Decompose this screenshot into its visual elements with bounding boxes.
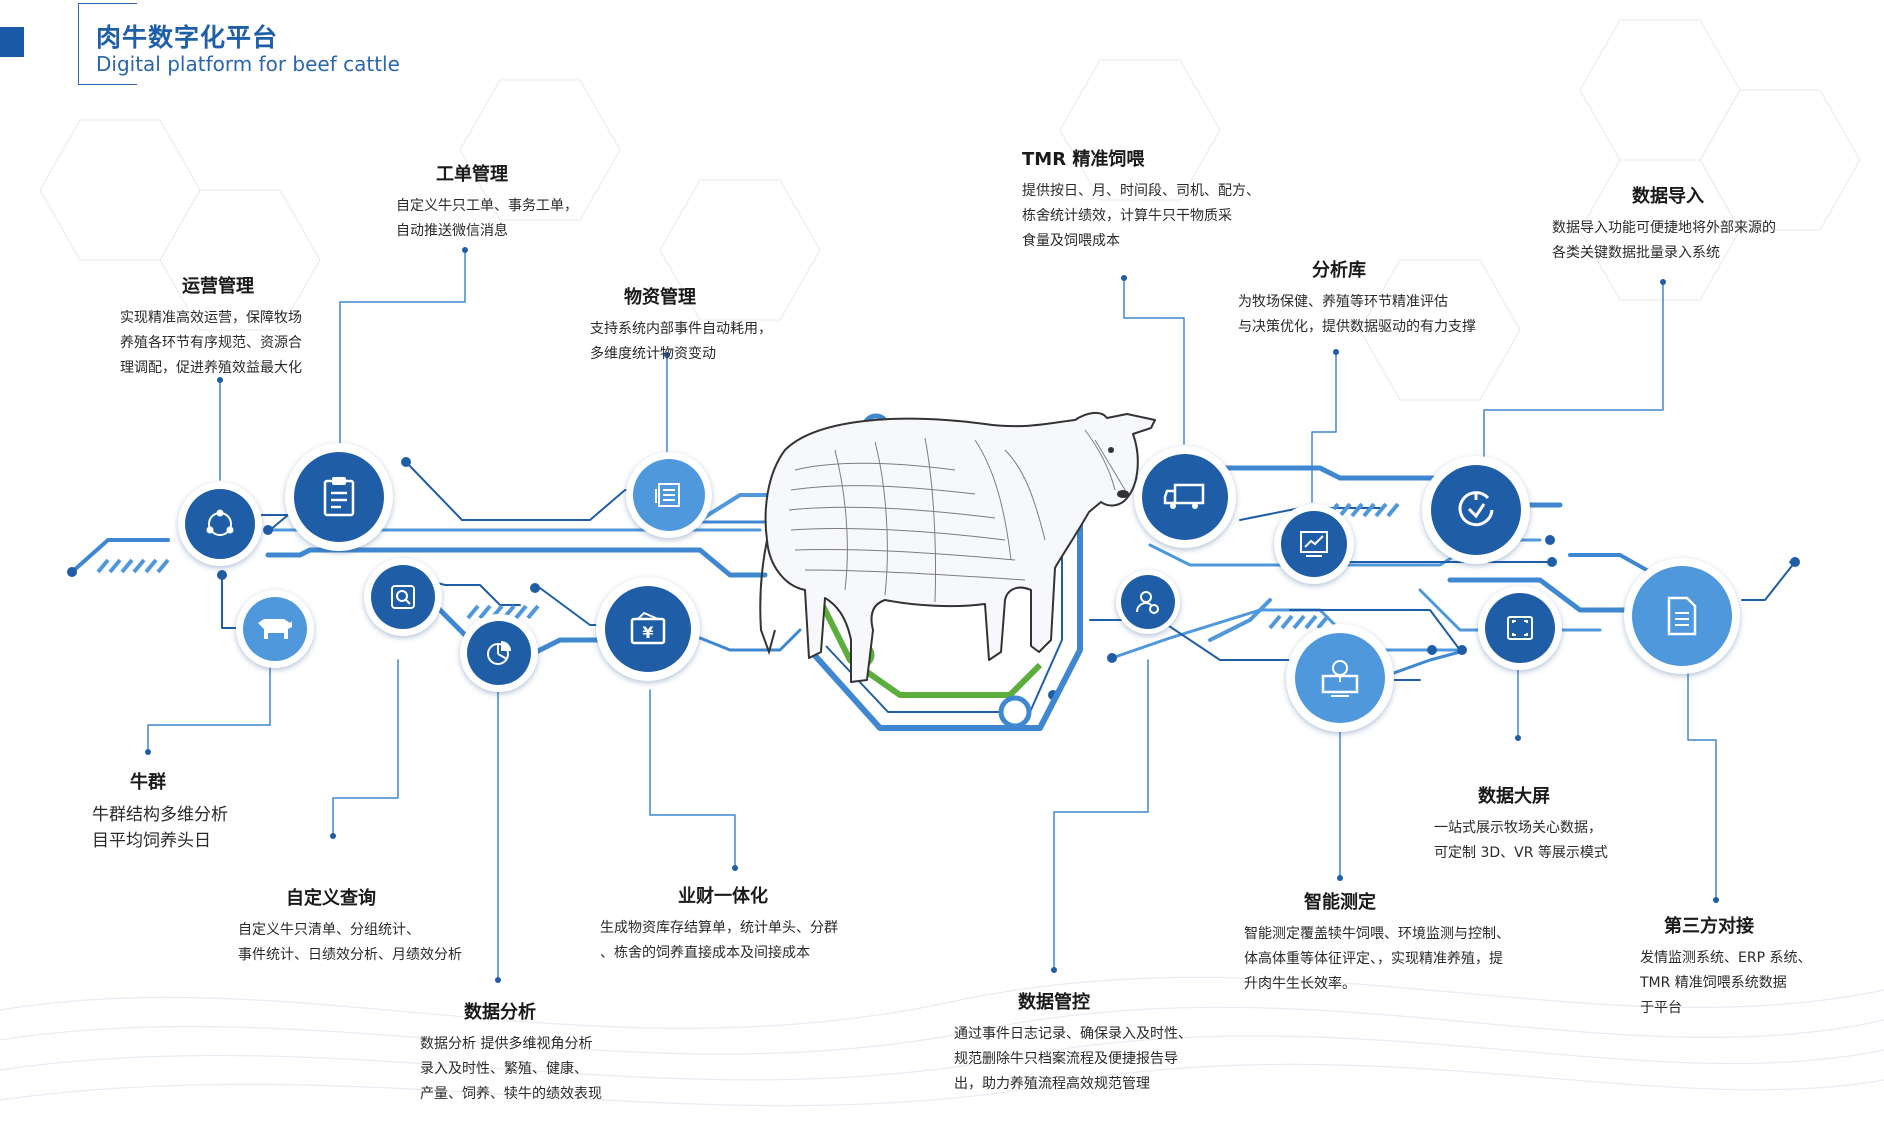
- callout-herd: 牛群 牛群结构多维分析 目平均饲养头日: [92, 768, 228, 854]
- callout-third-party: 第三方对接 发情监测系统、ERP 系统、 TMR 精准饲喂系统数据 于平台: [1640, 912, 1811, 1021]
- callout-data-import: 数据导入 数据导入功能可便捷地将外部来源的 各类关键数据批量录入系统: [1552, 182, 1776, 266]
- callout-title: 工单管理: [436, 164, 508, 185]
- callout-title: 物资管理: [624, 287, 696, 308]
- magnifier-icon: [391, 585, 415, 609]
- third-party-node[interactable]: [1624, 558, 1740, 674]
- materials-node[interactable]: [626, 452, 712, 538]
- page-subtitle: Digital platform for beef cattle: [96, 52, 400, 76]
- line-chart-icon: [1300, 531, 1328, 557]
- cow-icon: [258, 619, 292, 639]
- data-control-node[interactable]: [1116, 570, 1180, 634]
- custom-query-node[interactable]: [364, 558, 442, 636]
- user-gear-icon: [1136, 591, 1159, 614]
- analysis-lib-node[interactable]: [1274, 504, 1354, 584]
- callout-desc: 生成物资库存结算单，统计单头、分群 、栋舍的饲养直接成本及间接成本: [600, 920, 838, 961]
- callout-big-screen: 数据大屏 一站式展示牧场关心数据， 可定制 3D、VR 等展示模式: [1434, 782, 1608, 866]
- cycle-icon: [206, 509, 234, 536]
- operations-node[interactable]: [178, 482, 262, 566]
- callout-desc: 为牧场保健、养殖等环节精准评估 与决策优化，提供数据驱动的有力支撑: [1238, 294, 1476, 335]
- callout-desc: 智能测定覆盖犊牛饲喂、环境监测与控制、 体高体重等体征评定、，实现精准养殖，提 …: [1244, 926, 1510, 992]
- herd-node[interactable]: [236, 590, 314, 668]
- callout-title: 数据分析: [464, 1002, 536, 1023]
- document-list-icon: [655, 483, 680, 507]
- callout-desc: 支持系统内部事件自动耗用， 多维度统计物资变动: [590, 321, 772, 362]
- cow-illustration: [759, 412, 1156, 683]
- tmr-node[interactable]: [1134, 446, 1236, 548]
- document-icon: [1667, 596, 1697, 636]
- callout-desc: 一站式展示牧场关心数据， 可定制 3D、VR 等展示模式: [1434, 820, 1608, 861]
- callout-title: 第三方对接: [1664, 916, 1754, 937]
- svg-text:¥: ¥: [642, 623, 653, 642]
- callout-desc: 自定义牛只清单、分组统计、 事件统计、日绩效分析、月绩效分析: [238, 922, 462, 963]
- header-mark: [0, 27, 24, 57]
- callout-tmr: TMR 精准饲喂 提供按日、月、时间段、司机、配方、 栋舍统计绩效，计算牛只干物…: [1022, 145, 1260, 254]
- download-circle-icon: [1458, 491, 1494, 527]
- callout-desc: 发情监测系统、ERP 系统、 TMR 精准饲喂系统数据 于平台: [1640, 950, 1812, 1016]
- callout-title: 业财一体化: [678, 886, 768, 907]
- callout-data-analysis: 数据分析 数据分析 提供多维视角分析 录入及时性、繁殖、健康、 产量、饲养、犊牛…: [420, 998, 602, 1107]
- callout-desc: 数据分析 提供多维视角分析 录入及时性、繁殖、健康、 产量、饲养、犊牛的绩效表现: [420, 1036, 602, 1102]
- callout-title: 数据大屏: [1478, 786, 1550, 807]
- callout-materials: 物资管理 支持系统内部事件自动耗用， 多维度统计物资变动: [590, 283, 772, 367]
- callout-desc: 实现精准高效运营，保障牧场 养殖各环节有序规范、资源合 理调配，促进养殖效益最大…: [120, 310, 302, 376]
- callout-desc: 通过事件日志记录、确保录入及时性、 规范删除牛只档案流程及便捷报告导 出，助力养…: [954, 1026, 1192, 1092]
- callout-desc: 牛群结构多维分析 目平均饲养头日: [92, 805, 228, 851]
- callout-work-order: 工单管理 自定义牛只工单、事务工单， 自动推送微信消息: [396, 160, 578, 244]
- callout-finance: 业财一体化 生成物资库存结算单，统计单头、分群 、栋舍的饲养直接成本及间接成本: [600, 882, 838, 966]
- callout-title: 牛群: [130, 772, 166, 793]
- callout-desc: 自定义牛只工单、事务工单， 自动推送微信消息: [396, 198, 578, 239]
- clipboard-icon: [323, 477, 355, 517]
- callout-desc: 数据导入功能可便捷地将外部来源的 各类关键数据批量录入系统: [1552, 220, 1776, 261]
- callout-title: 自定义查询: [286, 888, 376, 909]
- callout-custom-query: 自定义查询 自定义牛只清单、分组统计、 事件统计、日绩效分析、月绩效分析: [238, 884, 462, 968]
- big-screen-node[interactable]: [1478, 586, 1562, 670]
- callout-title: 分析库: [1312, 260, 1366, 281]
- finance-node[interactable]: ¥: [596, 577, 700, 681]
- yen-wallet-icon: ¥: [630, 611, 666, 645]
- data-analysis-node[interactable]: [460, 614, 538, 692]
- screen-frame-icon: [1507, 616, 1533, 640]
- callout-analysis-lib: 分析库 为牧场保健、养殖等环节精准评估 与决策优化，提供数据驱动的有力支撑: [1238, 256, 1476, 340]
- pie-chart-icon: [487, 641, 511, 665]
- callout-data-control: 数据管控 通过事件日志记录、确保录入及时性、 规范删除牛只档案流程及便捷报告导 …: [954, 988, 1192, 1097]
- callout-operations: 运营管理 实现精准高效运营，保障牧场 养殖各环节有序规范、资源合 理调配，促进养…: [120, 272, 302, 381]
- callout-title: TMR 精准饲喂: [1022, 149, 1145, 170]
- callout-smart-measure: 智能测定 智能测定覆盖犊牛饲喂、环境监测与控制、 体高体重等体征评定、，实现精准…: [1244, 888, 1510, 997]
- callout-title: 运营管理: [182, 276, 254, 297]
- callout-desc: 提供按日、月、时间段、司机、配方、 栋舍统计绩效，计算牛只干物质采 食量及饲喂成…: [1022, 183, 1260, 249]
- monitor-brain-icon: [1321, 660, 1359, 697]
- callout-title: 数据管控: [1018, 992, 1090, 1013]
- work-order-node[interactable]: [285, 443, 393, 551]
- header-frame: [78, 3, 137, 85]
- page-title: 肉牛数字化平台: [96, 23, 279, 52]
- data-import-node[interactable]: [1422, 456, 1530, 564]
- callout-title: 数据导入: [1632, 186, 1704, 207]
- truck-icon: [1163, 483, 1205, 509]
- callout-title: 智能测定: [1304, 892, 1376, 913]
- smart-measure-node[interactable]: [1286, 624, 1394, 732]
